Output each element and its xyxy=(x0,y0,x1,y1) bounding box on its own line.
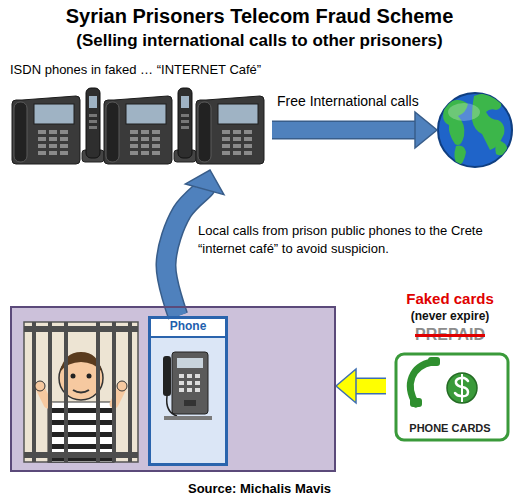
caption-wrap: Source: Michalis Mavis xyxy=(0,481,519,497)
prisoner-in-cell-part xyxy=(48,322,52,462)
globe-icon-part xyxy=(438,93,512,167)
prison-panel: Phone xyxy=(10,306,336,472)
globe-icon-part-part xyxy=(495,140,508,155)
node-text: PREPAID xyxy=(415,325,485,344)
edge-label-wrap: Free International calls xyxy=(277,92,419,111)
phone-card-graphic-part xyxy=(447,373,477,403)
edge-label-wrap: Local calls from prison public phones to… xyxy=(198,222,496,257)
phone-card-graphic xyxy=(396,354,508,440)
node-text: (never expire) xyxy=(411,309,490,323)
payphone-part xyxy=(195,381,200,385)
edge-label: Free International calls xyxy=(277,92,419,111)
globe-icon-part-part xyxy=(454,146,466,166)
payphone-part xyxy=(150,318,226,464)
ip-phones-part xyxy=(174,88,196,162)
arrow-head xyxy=(415,112,437,148)
ip-phones xyxy=(12,88,264,164)
payphone-part xyxy=(172,352,208,414)
prisoner-in-cell-part xyxy=(48,408,114,413)
payphone-part xyxy=(179,374,184,378)
arrow-head xyxy=(185,170,224,195)
globe-icon xyxy=(438,93,512,167)
prisoner-in-cell-part xyxy=(117,381,127,391)
ip-phones-part xyxy=(12,96,80,164)
title: Syrian Prisoners Telecom Fraud Scheme xyxy=(0,4,519,28)
phone-card-graphic-part xyxy=(428,357,440,366)
prisoner-in-cell-part xyxy=(48,444,114,449)
payphone-part xyxy=(177,358,203,368)
prisoner-in-cell xyxy=(24,322,138,462)
prisoner-in-cell-part xyxy=(64,322,68,462)
node-text: Phone xyxy=(170,319,207,333)
payphone-part xyxy=(195,374,200,378)
prisoner-in-cell-part xyxy=(73,390,89,393)
edge-label: Local calls from prison public phones to… xyxy=(198,222,496,257)
prisoner-in-cell-part xyxy=(96,322,100,462)
arrow-outline xyxy=(354,378,386,395)
prisoner-in-cell-part xyxy=(112,322,116,462)
payphone xyxy=(150,318,226,464)
globe-icon-part xyxy=(448,103,480,121)
arrow-head xyxy=(336,369,356,403)
prisoner-in-cell-part xyxy=(35,381,45,391)
globe-icon-part xyxy=(443,94,508,166)
prisoner-in-cell-part xyxy=(48,420,114,425)
node-text: Faked cards xyxy=(406,290,494,308)
payphone-part xyxy=(151,319,225,336)
node-text: PHONE CARDS xyxy=(409,422,490,435)
phone-card-graphic-part xyxy=(410,362,432,404)
phone-card-graphic-part xyxy=(410,398,422,407)
payphone-part xyxy=(164,416,212,420)
phone-card-graphic-part xyxy=(396,354,508,440)
phone-card-graphic-part xyxy=(461,374,463,402)
payphone-part xyxy=(151,336,225,338)
payphone-part xyxy=(163,356,171,396)
caption: Source: Michalis Mavis xyxy=(0,481,519,497)
ip-phones-part xyxy=(82,88,104,162)
globe xyxy=(437,92,513,168)
prisoner-in-cell-part xyxy=(87,374,92,379)
ip-phones-part xyxy=(196,96,264,164)
arrow-outline xyxy=(272,121,417,140)
phone-booth: Phone xyxy=(148,316,228,466)
payphone-part xyxy=(195,388,200,392)
ip-phones-part xyxy=(104,96,172,164)
prisoner-in-cell-part xyxy=(32,322,36,462)
subtitle-wrap: (Selling international calls to other pr… xyxy=(0,31,519,51)
payphone-part xyxy=(187,381,192,385)
prisoner-in-cell-part xyxy=(48,432,114,437)
payphone-part xyxy=(187,374,192,378)
subtitle: (Selling international calls to other pr… xyxy=(0,31,519,51)
arrow-connector xyxy=(336,369,386,403)
payphone-part xyxy=(179,381,184,385)
arrow-connector xyxy=(272,112,437,148)
prison-background-part xyxy=(10,306,336,472)
prisoner-in-cell-part xyxy=(24,452,138,458)
payphone-part xyxy=(184,400,196,406)
prisoner-in-cell-part xyxy=(24,326,138,332)
prisoner-in-cell-part xyxy=(24,322,138,462)
arrow-body xyxy=(272,122,417,138)
phone-card: Faked cards(never expire) PREPAID PHONE CA… xyxy=(386,290,514,444)
payphone-part xyxy=(179,388,184,392)
node-text: ISDN phones in faked … “INTERNET Café” xyxy=(10,62,261,78)
payphone-part xyxy=(187,388,192,392)
prison-background xyxy=(10,306,336,472)
prisoner-in-cell-part xyxy=(128,322,132,462)
title-wrap: Syrian Prisoners Telecom Fraud Scheme xyxy=(0,4,519,28)
phone-bank: ISDN phones in faked … “INTERNET Café” xyxy=(8,62,272,170)
prisoner-in-cell-part xyxy=(71,374,76,379)
payphone-part xyxy=(167,396,177,416)
arrow-body xyxy=(354,379,386,393)
